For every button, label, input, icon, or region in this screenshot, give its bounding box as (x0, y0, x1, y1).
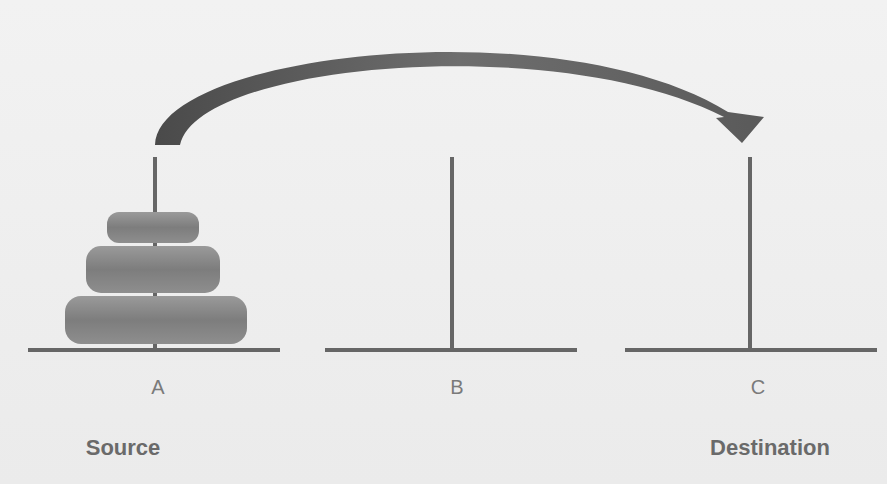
peg-label: C (751, 375, 765, 399)
medium-disk (86, 246, 220, 293)
move-arrow (155, 52, 764, 145)
role-label: Source (86, 435, 161, 461)
peg (450, 157, 454, 350)
small-disk (107, 212, 199, 243)
peg-label: B (450, 375, 463, 399)
peg-label: A (151, 375, 164, 399)
role-label: Destination (710, 435, 830, 461)
large-disk (65, 296, 247, 344)
peg (748, 157, 752, 350)
